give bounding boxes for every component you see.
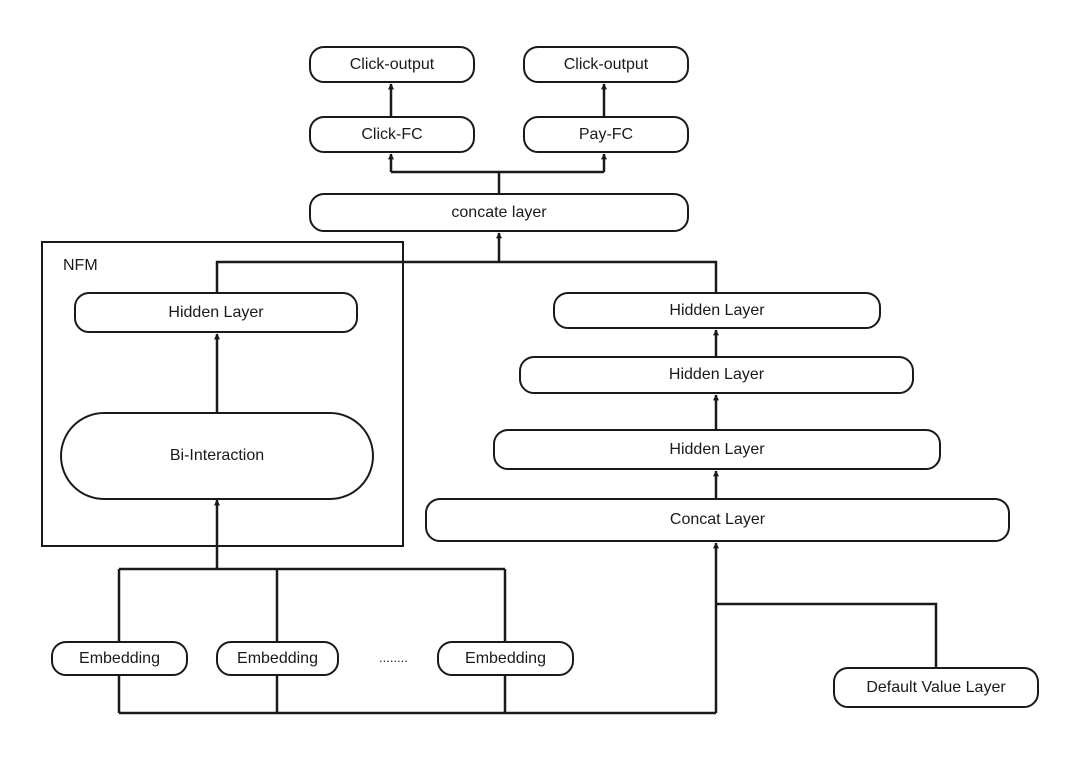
click-output-right-node: Click-output [523,46,689,83]
bi-interaction-node: Bi-Interaction [60,412,374,500]
deep-hidden-layer-3-node: Hidden Layer [493,429,941,470]
nfm-hidden-layer-node: Hidden Layer [74,292,358,333]
click-fc-node: Click-FC [309,116,475,153]
embedding-ellipsis: ........ [379,650,408,665]
embedding-node-3: Embedding [437,641,574,676]
nfm-label: NFM [63,257,98,274]
line-default-value-to-concat [716,602,938,667]
concate-layer-node: concate layer [309,193,689,232]
default-value-layer-node: Default Value Layer [833,667,1039,708]
embedding-node-2: Embedding [216,641,339,676]
deep-hidden-layer-2-node: Hidden Layer [519,356,914,394]
pay-fc-node: Pay-FC [523,116,689,153]
line-merge-to-concate [215,260,718,292]
embedding-node-1: Embedding [51,641,188,676]
deep-hidden-layer-1-node: Hidden Layer [553,292,881,329]
nfm-frame [41,241,404,547]
concat-layer-node: Concat Layer [425,498,1010,542]
click-output-left-node: Click-output [309,46,475,83]
